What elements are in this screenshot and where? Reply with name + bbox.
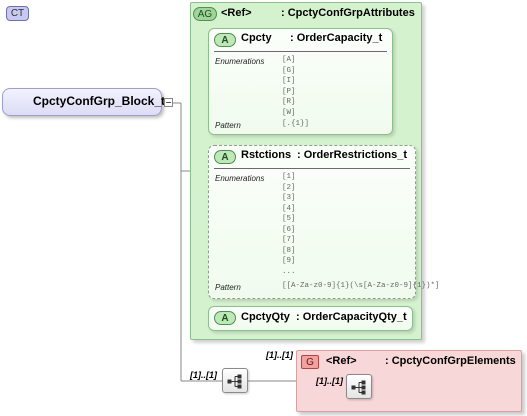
attribute-badge: A	[214, 33, 236, 47]
group-name: : CpctyConfGrpElements	[385, 355, 516, 367]
enumeration-value: [I]	[282, 77, 296, 85]
sequence-compositor[interactable]	[222, 368, 248, 393]
attribute-badge: A	[214, 311, 236, 325]
complex-type-name: CpctyConfGrp_Block_t	[33, 94, 166, 108]
pattern-label: Pattern	[215, 121, 241, 130]
enumeration-value: [8]	[282, 247, 296, 255]
pattern-value: [[A-Za-z0-9]{1}(\s[A-Za-z0-9]{1})*]	[282, 282, 440, 290]
enumerations-label: Enumerations	[215, 174, 265, 183]
pattern-value: [.{1}]	[282, 120, 310, 128]
enumeration-value: [1]	[282, 173, 296, 181]
enumeration-value: [W]	[282, 109, 296, 117]
sequence-icon	[227, 374, 242, 389]
enumeration-value: [A]	[282, 56, 296, 64]
attribute-divider	[214, 51, 387, 52]
attribute-group-name: : CpctyConfGrpAttributes	[281, 7, 415, 19]
group-occurrence: [1]..[1]	[266, 350, 293, 360]
attribute-badge: A	[214, 150, 236, 164]
attribute-rstctions[interactable]	[208, 145, 416, 299]
group-ref: <Ref>	[326, 355, 357, 367]
enumeration-value: [R]	[282, 98, 296, 106]
enumeration-value: [9]	[282, 257, 296, 265]
enumerations-label: Enumerations	[215, 57, 265, 66]
enumeration-value: [2]	[282, 184, 296, 192]
enumeration-ellipsis: ...	[282, 268, 296, 276]
group-inner-occurrence: [1]..[1]	[316, 376, 343, 386]
collapse-toggle-icon[interactable]	[164, 98, 173, 107]
attribute-group-ref: <Ref>	[221, 7, 252, 19]
group-badge: G	[301, 355, 319, 369]
attribute-type: : OrderCapacity_t	[290, 32, 383, 44]
enumeration-value: [4]	[282, 205, 296, 213]
attribute-name: Rstctions	[241, 149, 292, 161]
group-container[interactable]	[296, 350, 522, 412]
attribute-cpctyqty[interactable]	[208, 306, 413, 331]
attribute-name: Cpcty	[241, 32, 272, 44]
enumeration-value: [7]	[282, 236, 296, 244]
sequence-occurrence: [1]..[1]	[190, 370, 217, 380]
enumeration-value: [3]	[282, 194, 296, 202]
sequence-icon	[351, 380, 366, 395]
pattern-label: Pattern	[215, 283, 241, 292]
enumeration-value: [6]	[282, 226, 296, 234]
attribute-type: : OrderCapacityQty_t	[296, 311, 407, 323]
enumeration-value: [5]	[282, 215, 296, 223]
attribute-group-badge: AG	[193, 7, 217, 21]
enumeration-value: [P]	[282, 88, 296, 96]
enumeration-value: [G]	[282, 67, 296, 75]
group-sequence-compositor[interactable]	[346, 374, 372, 399]
complex-type-node[interactable]	[2, 88, 162, 116]
attribute-cpcty[interactable]	[208, 28, 393, 135]
attribute-divider	[214, 168, 410, 169]
complex-type-badge: CT	[6, 6, 29, 21]
attribute-name: CpctyQty	[241, 311, 290, 323]
attribute-type: : OrderRestrictions_t	[297, 149, 408, 161]
